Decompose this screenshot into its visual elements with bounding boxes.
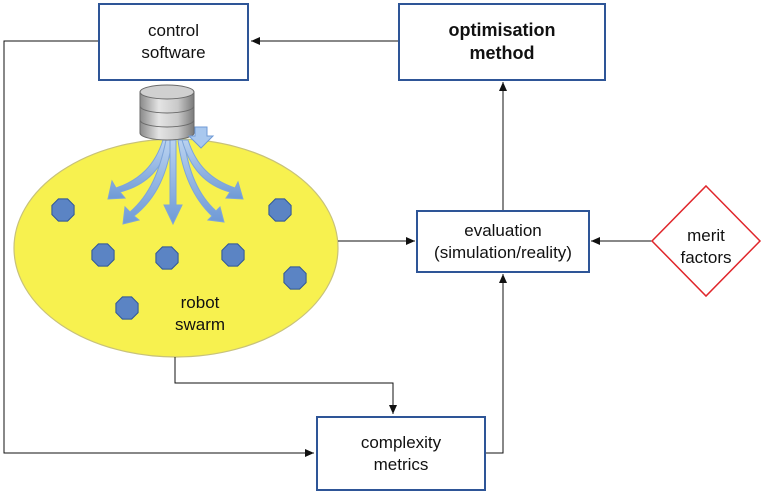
robot-swarm-label: robot swarm: [174, 293, 226, 334]
robot-3: [155, 246, 179, 270]
robot-4: [221, 243, 245, 267]
evaluation-box: evaluation (simulation/reality): [416, 210, 590, 273]
robots-group: [51, 198, 307, 320]
robot-5: [268, 198, 292, 222]
database-icon: [139, 84, 195, 141]
control-software-label: control software: [141, 21, 206, 62]
optimisation-method-box: optimisation method: [398, 3, 606, 81]
complexity-metrics-label: complexity metrics: [360, 432, 442, 474]
complexity-metrics-box: complexity metrics: [316, 416, 486, 491]
arrow-swarm-to-complexity: [174, 357, 397, 414]
control-software-box: control software: [98, 3, 249, 81]
merit-factors-label: merit factors: [680, 226, 732, 267]
spread-arrows-icon: [107, 139, 244, 226]
robot-6: [283, 266, 307, 290]
arrow-control-to-complexity: [3, 40, 314, 457]
arrow-complexity-to-evaluation: [486, 274, 507, 454]
robot-2: [91, 243, 115, 267]
evaluation-label: evaluation (simulation/reality): [434, 220, 572, 262]
download-arrow-icon: [187, 126, 215, 149]
optimisation-method-label: optimisation method: [448, 20, 556, 63]
robot-1: [51, 198, 75, 222]
robot-7: [115, 296, 139, 320]
merit-factors-diamond: [650, 184, 762, 298]
